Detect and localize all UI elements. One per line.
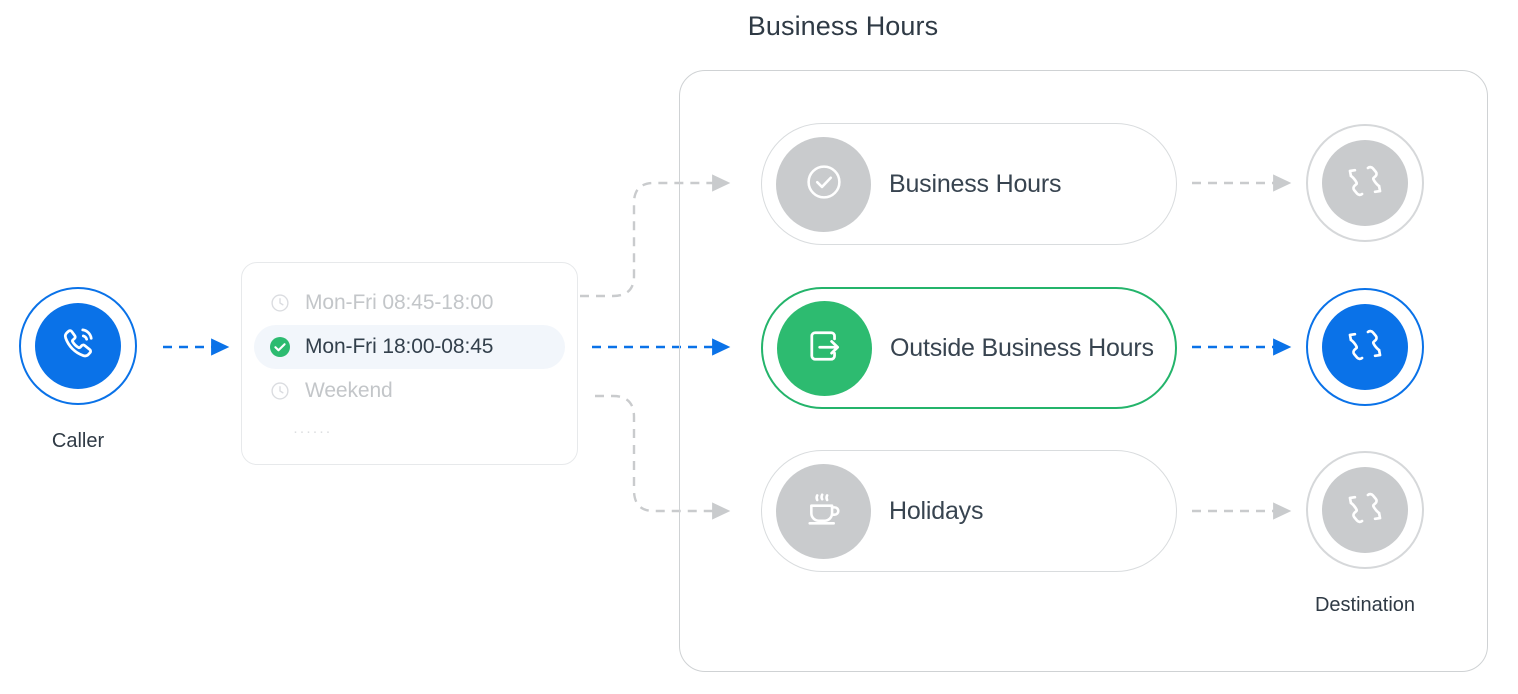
pill-icon-badge (776, 136, 871, 232)
schedule-row[interactable]: Weekend (254, 369, 565, 413)
diagram-title: Business Hours (0, 11, 1518, 42)
phone-ringing-icon (56, 322, 100, 371)
destination-ring (1306, 124, 1424, 242)
destination-node-business-hours[interactable] (1306, 124, 1424, 242)
destination-disc (1322, 304, 1408, 390)
schedule-card: Mon-Fri 08:45-18:00 Mon-Fri 18:00-08:45 … (241, 262, 578, 465)
caller-ring (19, 287, 137, 405)
destination-ring (1306, 288, 1424, 406)
destination-node-holidays[interactable] (1306, 451, 1424, 569)
route-pill-label: Holidays (889, 496, 984, 525)
schedule-row-label: Mon-Fri 08:45-18:00 (305, 291, 494, 314)
route-pill-label: Business Hours (889, 169, 1062, 198)
business-hours-container (679, 70, 1488, 672)
clock-icon (268, 291, 292, 315)
diagram-title-text: Business Hours (747, 11, 939, 41)
pill-icon-badge (776, 463, 871, 559)
clock-icon (268, 379, 292, 403)
destination-label: Destination (1314, 594, 1416, 616)
destination-disc (1322, 467, 1408, 553)
call-transfer-icon (1343, 159, 1387, 208)
schedule-row-active[interactable]: Mon-Fri 18:00-08:45 (254, 325, 565, 369)
schedule-row[interactable]: Mon-Fri 08:45-18:00 (254, 281, 565, 325)
check-circle-filled-icon (268, 335, 292, 359)
route-pill-outside-business-hours[interactable]: Outside Business Hours (761, 287, 1177, 409)
schedule-more-indicator: ······ (293, 423, 332, 440)
destination-ring (1306, 451, 1424, 569)
check-circle-outline-icon (802, 160, 846, 209)
route-pill-business-hours[interactable]: Business Hours (761, 123, 1177, 245)
call-transfer-icon (1343, 486, 1387, 535)
destination-node-outside-business-hours[interactable] (1306, 288, 1424, 406)
exit-arrow-icon (803, 324, 847, 373)
destination-disc (1322, 140, 1408, 226)
pill-icon-badge (777, 300, 872, 396)
caller-disc (35, 303, 121, 389)
caller-label: Caller (51, 430, 105, 452)
schedule-row-label: Mon-Fri 18:00-08:45 (305, 335, 494, 358)
schedule-row-label: Weekend (305, 379, 393, 402)
route-pill-holidays[interactable]: Holidays (761, 450, 1177, 572)
caller-node[interactable] (19, 287, 137, 405)
route-pill-label: Outside Business Hours (890, 333, 1154, 362)
coffee-cup-icon (802, 487, 846, 536)
call-transfer-icon (1343, 323, 1387, 372)
